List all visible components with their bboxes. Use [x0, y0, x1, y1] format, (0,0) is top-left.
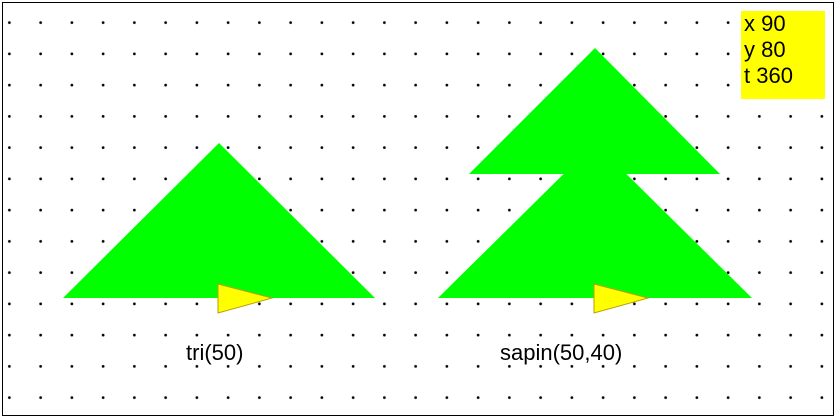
sapin-lower-triangle [438, 143, 752, 298]
turtle-status-panel: x 90 y 80 t 360 [741, 11, 825, 99]
tri-figure [63, 143, 375, 314]
status-x: x 90 [744, 11, 786, 36]
status-t: t 360 [744, 63, 793, 88]
status-y: y 80 [744, 37, 786, 62]
tri-caption: tri(50) [186, 340, 244, 365]
drawing-surface [63, 48, 752, 314]
sapin-figure [438, 48, 752, 314]
turtle-cursor-icon [217, 283, 274, 314]
sapin-upper-triangle [469, 48, 720, 174]
turtle-canvas: tri(50) sapin(50,40) x 90 y 80 t 360 [2, 2, 834, 416]
turtle-cursor-icon [593, 283, 650, 314]
sapin-caption: sapin(50,40) [500, 340, 623, 365]
tri-triangle [63, 143, 375, 298]
